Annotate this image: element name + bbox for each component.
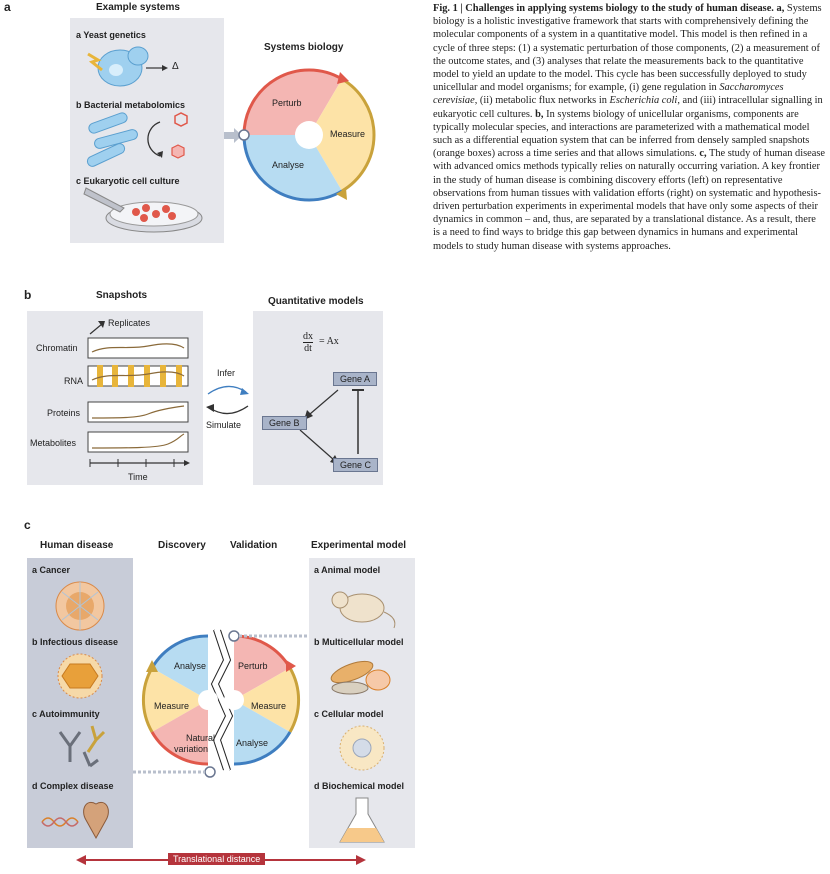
caption-heading: Fig. 1 | Challenges in applying systems …: [433, 3, 774, 14]
bacterial-metabolomics-label: b Bacterial metabolomics: [76, 100, 186, 110]
caption-a-label: a,: [776, 3, 785, 14]
caption-c-text: The study of human disease with advanced…: [433, 148, 826, 252]
analyse-label: Analyse: [272, 160, 305, 170]
heart-dna-icon: [41, 802, 109, 840]
biochemical-model-label: d Biochemical model: [314, 781, 405, 791]
animal-model-label: a Animal model: [314, 565, 381, 575]
yeast-icon: [87, 46, 168, 87]
gene-b-box: Gene B: [262, 416, 307, 430]
measure-label: Measure: [330, 129, 366, 139]
human-disease-icons: [41, 581, 109, 840]
panel-a-letter: a: [4, 0, 11, 14]
flask-icon: [339, 797, 385, 843]
caption-b-text: In systems biology of unicellular organi…: [433, 108, 810, 160]
cellular-model-label: c Cellular model: [314, 709, 384, 719]
cancer-label: a Cancer: [32, 565, 71, 575]
equation-fraction: dx dt: [303, 331, 313, 354]
left-analyse-label: Analyse: [174, 661, 207, 671]
figure-caption: Fig. 1 | Challenges in applying systems …: [433, 2, 825, 253]
panel-a-title: Example systems: [96, 2, 180, 13]
complex-disease-label: d Complex disease: [32, 781, 114, 791]
caption-species-1: Saccharomyces cerevisiae: [433, 82, 784, 107]
chromatin-label: Chromatin: [36, 343, 78, 353]
autoimmunity-label: c Autoimmunity: [32, 709, 100, 719]
cycle-connectors: [133, 634, 309, 774]
yeast-genetics-label: a Yeast genetics: [76, 30, 146, 40]
experimental-model-title: Experimental model: [311, 540, 407, 551]
split-cycle: [141, 629, 301, 778]
caption-a-text-3: , and (iii) intracellular signalling in …: [433, 95, 823, 120]
natural-variation-label-2: variation: [174, 744, 209, 754]
caption-a-text-2: , (ii) metabolic flux networks in: [474, 95, 607, 107]
equation-denominator: dt: [304, 343, 312, 354]
left-measure-label: Measure: [154, 701, 190, 711]
infer-simulate-arrows: [206, 385, 249, 415]
gene-c-box: Gene C: [333, 458, 379, 472]
systems-biology-cycle: [238, 68, 376, 202]
equation-rhs: = Ax: [319, 336, 339, 347]
systems-biology-title: Systems biology: [264, 42, 344, 53]
proteins-label: Proteins: [47, 408, 81, 418]
translational-distance-label: Translational distance: [168, 853, 266, 865]
validation-title: Validation: [230, 540, 278, 551]
caption-b-label: b,: [535, 108, 544, 120]
mouse-icon: [331, 591, 396, 629]
replicates-arrow: [89, 321, 105, 335]
multicellular-model-label: b Multicellular model: [314, 637, 404, 647]
panel-a-arrow: [224, 128, 242, 143]
panel-b-letter: b: [24, 288, 32, 302]
rna-label: RNA: [64, 376, 84, 386]
cell-culture-label: c Eukaryotic cell culture: [76, 176, 180, 186]
infer-label: Infer: [217, 368, 236, 378]
right-measure-label: Measure: [251, 701, 287, 711]
panel-c-letter: c: [24, 518, 31, 532]
quantitative-models-title: Quantitative models: [268, 296, 364, 307]
snapshots-title: Snapshots: [96, 290, 148, 301]
time-label: Time: [128, 472, 148, 482]
right-analyse-label: Analyse: [236, 738, 269, 748]
virus-icon: [57, 653, 103, 699]
right-perturb-label: Perturb: [238, 661, 268, 671]
simulate-label: Simulate: [206, 420, 242, 430]
deletion-symbol: Δ: [172, 61, 179, 72]
snapshot-tracks: [87, 337, 190, 467]
caption-a-text: Systems biology is a holistic investigat…: [433, 3, 822, 94]
bacteria-icon: [86, 112, 188, 167]
equation-numerator: dx: [303, 331, 313, 343]
replicates-label: Replicates: [108, 318, 151, 328]
cancer-icon: [55, 581, 105, 631]
perturb-label: Perturb: [272, 98, 302, 108]
petri-dish-icon: [83, 187, 203, 233]
natural-variation-label-1: Natural: [186, 733, 216, 743]
infectious-disease-label: b Infectious disease: [32, 637, 119, 647]
caption-species-2: Escherichia coli: [609, 95, 678, 107]
human-disease-title: Human disease: [40, 540, 114, 551]
experimental-model-icons: [330, 591, 396, 843]
caption-c-label: c,: [699, 148, 707, 160]
multicellular-icon: [330, 660, 391, 695]
metabolites-label: Metabolites: [30, 438, 77, 448]
models-panel: [253, 311, 383, 485]
antibody-icon: [58, 725, 106, 768]
gene-a-box: Gene A: [333, 372, 378, 386]
cell-icon: [339, 725, 385, 771]
discovery-title: Discovery: [158, 540, 206, 551]
